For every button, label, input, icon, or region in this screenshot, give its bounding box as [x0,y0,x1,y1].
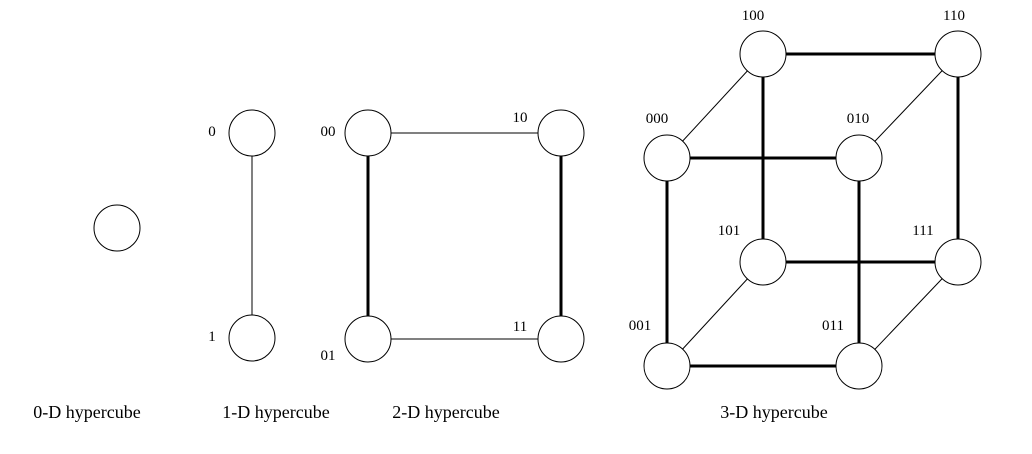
edges-layer [251,52,960,368]
node-111 [934,238,982,286]
node-010 [835,134,883,182]
node-001 [643,342,691,390]
node-10 [537,109,585,157]
node-label-011: 011 [822,318,844,334]
edge-010-110 [858,53,959,159]
edge-000-100 [666,53,764,159]
node-00 [344,109,392,157]
node-label-111: 111 [912,223,933,239]
node-label-11: 11 [513,319,527,335]
node-label-110: 110 [943,8,965,24]
nodes-layer [93,30,982,390]
caption-3d: 3-D hypercube [720,402,827,422]
node-label-00: 00 [321,124,336,140]
node-101 [739,238,787,286]
node-100 [739,30,787,78]
node-011 [835,342,883,390]
node-label-100: 100 [742,8,765,24]
node-1 [228,314,276,362]
node-label-101: 101 [718,223,741,239]
node-label-000: 000 [646,111,669,127]
node-11 [537,315,585,363]
node-110 [934,30,982,78]
node-single [93,204,141,252]
node-label-01: 01 [321,348,336,364]
node-label-010: 010 [847,111,870,127]
caption-2d: 2-D hypercube [392,402,499,422]
edge-011-111 [858,261,959,367]
node-label-0: 0 [208,124,216,140]
node-label-10: 10 [513,110,528,126]
node-label-1: 1 [208,329,216,345]
caption-1d: 1-D hypercube [222,402,329,422]
node-0 [228,109,276,157]
node-label-001: 001 [629,318,652,334]
caption-0d: 0-D hypercube [33,402,140,422]
node-000 [643,134,691,182]
node-01 [344,315,392,363]
edge-001-101 [666,261,764,367]
